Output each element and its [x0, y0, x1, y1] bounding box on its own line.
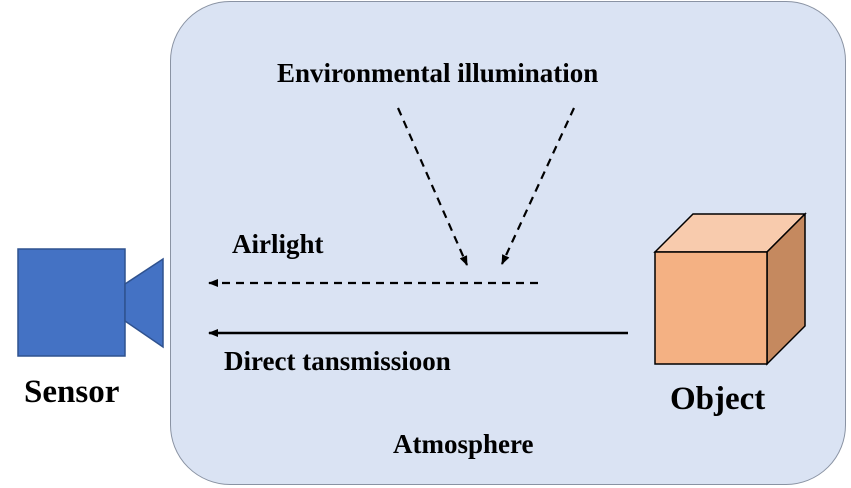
illumination-arrow-left: [396, 107, 469, 266]
direct-transmission-label: Direct tansmissioon: [224, 346, 451, 376]
environmental-illumination-label: Environmental illumination: [277, 58, 599, 88]
object-cube-icon: [653, 212, 807, 366]
atmosphere-label: Atmosphere: [393, 429, 534, 459]
object-label: Object: [670, 381, 766, 417]
sensor-label: Sensor: [24, 374, 120, 410]
sensor-camera-icon: [17, 248, 164, 357]
illumination-arrow-right: [501, 107, 575, 265]
airlight-label: Airlight: [232, 229, 324, 259]
